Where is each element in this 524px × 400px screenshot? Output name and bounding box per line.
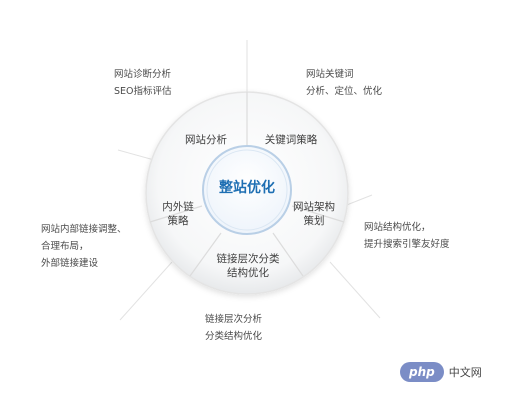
segment-keyword-strategy: 关键词策略 [255, 133, 327, 147]
note-keyword-strategy: 网站关键词 分析、定位、优化 [306, 66, 382, 100]
note-line: 网站内部链接调整、 [41, 224, 127, 235]
note-line: 网站关键词 [306, 69, 354, 80]
center-title: 整站优化 [219, 180, 275, 196]
php-cn-watermark: php 中文网 [400, 356, 524, 388]
watermark-text: 中文网 [448, 366, 482, 379]
note-line: 网站结构优化， [364, 222, 431, 233]
segment-link-strategy: 内外链 策略 [154, 200, 202, 228]
center-hub [202, 145, 292, 235]
segment-dividers [149, 92, 345, 277]
note-website-analysis: 网站诊断分析 SEO指标评估 [114, 66, 172, 100]
segment-label-line-1: 链接层次分类 [216, 253, 280, 265]
note-line: SEO指标评估 [114, 86, 172, 97]
note-line: 分析、定位、优化 [306, 86, 383, 97]
center-hub-inner-ring [206, 149, 288, 231]
divider-left [149, 205, 203, 223]
note-link-hierarchy: 链接层次分析 分类结构优化 [205, 311, 262, 345]
segment-label: 网站分析 [185, 134, 227, 146]
segment-website-analysis: 网站分析 [176, 133, 236, 147]
segment-label-line-2: 结构优化 [227, 267, 269, 279]
note-link-strategy: 网站内部链接调整、 合理布局， 外部链接建设 [41, 221, 127, 272]
segment-label: 关键词策略 [264, 134, 318, 146]
note-line: 链接层次分析 [205, 314, 263, 325]
watermark-badge: php [400, 362, 444, 382]
segment-link-hierarchy: 链接层次分类 结构优化 [202, 252, 294, 280]
divider-lower-left [189, 232, 222, 277]
note-line: 提升搜索引擎友好度 [364, 239, 450, 250]
segment-label-line-1: 内外链 [162, 201, 194, 213]
segment-label-line-2: 策略 [167, 215, 189, 227]
note-line: 分类结构优化 [205, 331, 263, 342]
segment-label-line-1: 网站架构 [293, 201, 335, 213]
divider-right [291, 205, 345, 223]
note-line: 网站诊断分析 [114, 69, 172, 80]
note-line: 合理布局， [41, 241, 89, 252]
connector-line-lower-left [119, 261, 173, 321]
connector-line-lower-right [329, 261, 381, 319]
note-line: 外部链接建设 [41, 258, 99, 269]
segment-label-line-2: 策划 [303, 215, 325, 227]
note-site-architecture: 网站结构优化， 提升搜索引擎友好度 [364, 219, 450, 253]
segment-site-architecture: 网站架构 策划 [286, 200, 342, 228]
divider-lower-right [272, 232, 304, 277]
